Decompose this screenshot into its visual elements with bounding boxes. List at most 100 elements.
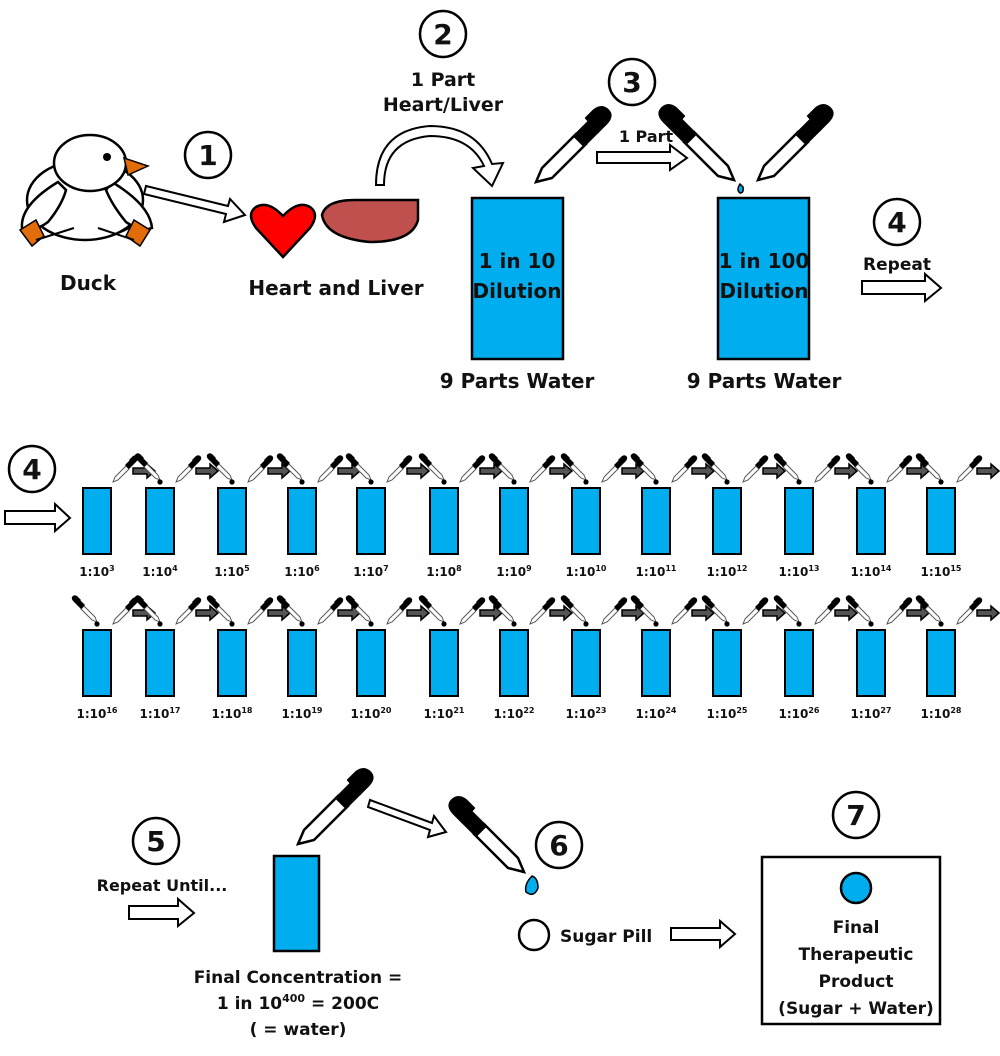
- final-concentration-line2: 1 in 10400 = 200C: [217, 992, 379, 1014]
- dropper-icon: [448, 795, 526, 874]
- dilution-tube: [712, 487, 742, 555]
- dilution-label: 1:1016: [77, 706, 118, 721]
- beaker-2-label-line2: Dilution: [720, 279, 809, 303]
- svg-text:1: 1: [198, 139, 217, 172]
- dilution-tube: [784, 629, 814, 697]
- dilution-tube: [926, 629, 956, 697]
- arrow-icon: [142, 184, 247, 224]
- step-2-label-line2: Heart/Liver: [383, 94, 504, 116]
- sugar-pill-icon: [517, 918, 551, 952]
- final-beaker: [272, 854, 321, 953]
- dilution-label: 1:105: [214, 564, 250, 579]
- dilution-tube: [82, 629, 112, 697]
- heart-and-liver-label: Heart and Liver: [248, 276, 423, 300]
- final-product-pill-icon: [839, 871, 873, 905]
- final-product-line3: Product: [819, 972, 894, 992]
- curved-arrow-icon: [374, 124, 505, 188]
- repeat-until-label: Repeat Until...: [97, 876, 228, 895]
- beaker-2-label-line1: 1 in 100: [719, 249, 810, 273]
- step-6-badge: 6: [534, 820, 584, 870]
- transfer-arrow-icon: [195, 463, 219, 479]
- step-5-badge: 5: [131, 816, 181, 866]
- dilution-label: 1:1018: [212, 706, 253, 721]
- sugar-pill-label: Sugar Pill: [560, 927, 652, 947]
- dilution-tube: [641, 487, 671, 555]
- repeat-label: Repeat: [863, 255, 931, 275]
- step-4-row-badge: 4: [7, 444, 57, 494]
- duck-icon: [18, 133, 154, 248]
- transfer-arrow-icon: [762, 463, 786, 479]
- dilution-label: 1:104: [142, 564, 178, 579]
- dilution-label: 1:1026: [779, 706, 820, 721]
- dropper-icon: [296, 767, 374, 846]
- dilution-tube: [217, 629, 247, 697]
- serial-dilution-row-1: 1:103 1:104 1:105 1:106 1:107 1:108 1:109 1:101…: [79, 452, 1000, 579]
- dilution-tube: [429, 629, 459, 697]
- dilution-label: 1:107: [353, 564, 388, 579]
- dilution-tube: [145, 629, 175, 697]
- dilution-tube: [641, 629, 671, 697]
- svg-text:5: 5: [146, 825, 165, 858]
- dilution-label: 1:1022: [494, 706, 535, 721]
- water-label-2: 9 Parts Water: [687, 369, 842, 393]
- dilution-label: 1:1014: [851, 564, 892, 579]
- dilution-label: 1:109: [496, 564, 532, 579]
- dilution-tube: [712, 629, 742, 697]
- step-1-badge: 1: [183, 130, 233, 180]
- transfer-arrow-icon: [834, 463, 858, 479]
- dilution-label: 1:1017: [140, 706, 181, 721]
- water-drop-icon: [524, 875, 539, 895]
- arrow-icon: [4, 501, 72, 534]
- svg-text:4: 4: [22, 453, 41, 486]
- water-label-1: 9 Parts Water: [440, 369, 595, 393]
- dilution-label: 1:1011: [636, 564, 677, 579]
- dilution-label: 1:1023: [566, 706, 607, 721]
- step-4-badge: 4: [872, 197, 922, 247]
- dilution-label: 1:108: [426, 564, 462, 579]
- dilution-tube: [856, 487, 886, 555]
- dilution-tube: [287, 629, 317, 697]
- dilution-label: 1:1027: [851, 706, 892, 721]
- dilution-tube: [499, 629, 529, 697]
- dilution-label: 1:103: [79, 564, 114, 579]
- arrow-icon: [366, 798, 448, 839]
- dilution-tube: [856, 629, 886, 697]
- dilution-label: 1:1010: [566, 564, 607, 579]
- arrow-icon: [128, 896, 196, 929]
- svg-text:4: 4: [887, 206, 906, 239]
- svg-text:2: 2: [433, 18, 452, 51]
- transfer-arrow-icon: [195, 605, 219, 621]
- dilution-label: 1:1019: [282, 706, 323, 721]
- water-drop-icon: [737, 182, 744, 194]
- dilution-tube: [429, 487, 459, 555]
- dilution-label: 1:1015: [921, 564, 962, 579]
- final-concentration-line1: Final Concentration =: [194, 968, 403, 988]
- dropper-icon: [534, 105, 612, 184]
- dropper-icon: [71, 594, 101, 628]
- dilution-tube: [571, 629, 601, 697]
- dropper-icon: [756, 103, 834, 182]
- arrow-icon: [670, 918, 737, 950]
- duck-label: Duck: [60, 271, 117, 295]
- svg-text:7: 7: [846, 799, 865, 832]
- transfer-arrow-icon: [406, 605, 430, 621]
- beaker-1-in-10: [470, 196, 565, 361]
- dilution-label: 1:1024: [636, 706, 677, 721]
- dilution-tube: [217, 487, 247, 555]
- transfer-arrow-icon: [834, 605, 858, 621]
- dilution-label: 1:106: [284, 564, 320, 579]
- final-product-line2: Therapeutic: [799, 945, 914, 965]
- dilution-label: 1:1020: [351, 706, 392, 721]
- dilution-tube: [784, 487, 814, 555]
- transfer-arrow-icon: [406, 463, 430, 479]
- arrow-icon: [596, 142, 689, 172]
- dilution-tube: [499, 487, 529, 555]
- beak: [122, 156, 151, 177]
- dilution-tube: [571, 487, 601, 555]
- dilution-tube: [356, 487, 386, 555]
- final-product-line1: Final: [833, 918, 880, 938]
- transfer-arrow-icon: [976, 605, 1000, 621]
- liver-icon: [320, 198, 420, 244]
- arrow-icon: [861, 271, 943, 304]
